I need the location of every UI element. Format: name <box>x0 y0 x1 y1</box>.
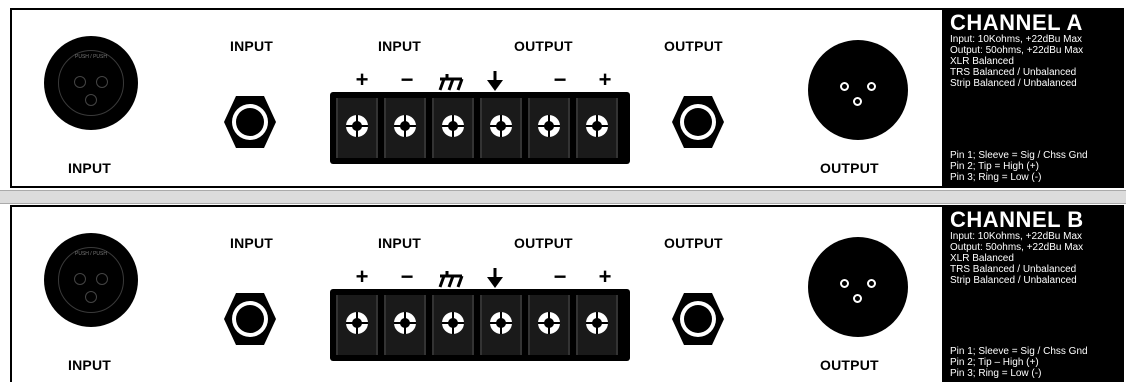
xlr-output-connector[interactable] <box>808 40 908 140</box>
spec-line: Input: 10Kohms, +22dBu Max <box>950 34 1083 45</box>
xlr-pin-2 <box>840 279 849 288</box>
pinout-line: Pin 1; Sleeve = Sig / Chss Gnd <box>950 150 1088 161</box>
xlr-ring <box>58 50 124 116</box>
strip-symbol-minus-in: − <box>400 264 414 289</box>
ground-arrow-icon <box>487 268 503 288</box>
xlr-input-label: INPUT <box>68 160 111 176</box>
chassis-ground-icon <box>438 74 464 91</box>
spec-line: Strip Balanced / Unbalanced <box>950 78 1077 89</box>
xlr-pin-1 <box>867 82 876 91</box>
trs-input-jack[interactable] <box>222 291 278 347</box>
pinout-list: Pin 1; Sleeve = Sig / Chss Gnd Pin 2; Ti… <box>950 346 1088 379</box>
spec-line: TRS Balanced / Unbalanced <box>950 264 1077 275</box>
ground-arrow-icon <box>487 71 503 91</box>
terminal-output-plus[interactable] <box>576 98 618 158</box>
pinout-line: Pin 3; Ring = Low (-) <box>950 172 1042 183</box>
channel-b-panel: PUSH / PUSH INPUT INPUT INPUT OUTPUT + −… <box>10 205 1124 382</box>
strip-symbol-minus-out: − <box>553 67 567 92</box>
xlr-pin-2 <box>74 76 86 88</box>
channel-title: CHANNEL A <box>950 10 1083 35</box>
channel-title: CHANNEL B <box>950 207 1084 232</box>
xlr-pin-1 <box>867 279 876 288</box>
strip-symbol-plus-in: + <box>355 67 369 92</box>
terminal-chassis-ground[interactable] <box>432 295 474 355</box>
trs-input-jack[interactable] <box>222 94 278 150</box>
channel-a-spec-block: CHANNEL A Input: 10Kohms, +22dBu Max Out… <box>942 10 1122 186</box>
pinout-line: Pin 2; Tip = High (+) <box>950 161 1039 172</box>
spec-line: Output: 50ohms, +22dBu Max <box>950 45 1084 56</box>
strip-symbol-plus-out: + <box>598 67 612 92</box>
xlr-latch-text: PUSH / PUSH <box>75 54 107 60</box>
pinout-line: Pin 3; Ring = Low (-) <box>950 368 1042 379</box>
spec-line: TRS Balanced / Unbalanced <box>950 67 1077 78</box>
screw-terminal-strip <box>330 289 630 361</box>
xlr-output-label: OUTPUT <box>820 357 879 373</box>
trs-output-label: OUTPUT <box>664 235 723 251</box>
terminal-output-minus[interactable] <box>528 295 570 355</box>
strip-output-label: OUTPUT <box>514 235 573 251</box>
xlr-pin-1 <box>96 273 108 285</box>
terminal-input-plus[interactable] <box>336 295 378 355</box>
trs-output-jack[interactable] <box>670 94 726 150</box>
xlr-output-label: OUTPUT <box>820 160 879 176</box>
xlr-pin-3 <box>85 291 97 303</box>
spec-line: XLR Balanced <box>950 56 1014 67</box>
strip-symbol-plus-out: + <box>598 264 612 289</box>
terminal-chassis-ground[interactable] <box>432 98 474 158</box>
terminal-input-minus[interactable] <box>384 295 426 355</box>
pinout-line: Pin 2; Tip – High (+) <box>950 357 1039 368</box>
xlr-output-connector[interactable] <box>808 237 908 337</box>
panel-divider <box>0 190 1126 204</box>
pinout-line: Pin 1; Sleeve = Sig / Chss Gnd <box>950 346 1088 357</box>
strip-output-label: OUTPUT <box>514 38 573 54</box>
spec-line: XLR Balanced <box>950 253 1014 264</box>
strip-symbol-minus-out: − <box>553 264 567 289</box>
trs-output-label: OUTPUT <box>664 38 723 54</box>
terminal-output-minus[interactable] <box>528 98 570 158</box>
terminal-signal-ground[interactable] <box>480 295 522 355</box>
terminal-signal-ground[interactable] <box>480 98 522 158</box>
xlr-pin-3 <box>853 97 862 106</box>
xlr-input-connector[interactable]: PUSH / PUSH <box>44 233 138 327</box>
spec-line: Input: 10Kohms, +22dBu Max <box>950 231 1083 242</box>
xlr-pin-3 <box>853 294 862 303</box>
terminal-input-plus[interactable] <box>336 98 378 158</box>
strip-input-label: INPUT <box>378 235 421 251</box>
xlr-input-label: INPUT <box>68 357 111 373</box>
xlr-pin-3 <box>85 94 97 106</box>
chassis-ground-icon <box>438 271 464 288</box>
xlr-pin-2 <box>840 82 849 91</box>
spec-line: Output: 50ohms, +22dBu Max <box>950 242 1084 253</box>
trs-input-label: INPUT <box>230 38 273 54</box>
strip-symbol-minus-in: − <box>400 67 414 92</box>
strip-input-label: INPUT <box>378 38 421 54</box>
channel-a-panel: PUSH / PUSH INPUT INPUT INPUT OUTPUT + − <box>10 8 1124 188</box>
xlr-latch-text: PUSH / PUSH <box>75 251 107 257</box>
channel-b-spec-block: CHANNEL B Input: 10Kohms, +22dBu Max Out… <box>942 207 1122 382</box>
screw-terminal-strip <box>330 92 630 164</box>
spec-line: Strip Balanced / Unbalanced <box>950 275 1077 286</box>
xlr-ring <box>58 247 124 313</box>
terminal-input-minus[interactable] <box>384 98 426 158</box>
trs-input-label: INPUT <box>230 235 273 251</box>
xlr-pin-1 <box>96 76 108 88</box>
trs-output-jack[interactable] <box>670 291 726 347</box>
xlr-input-connector[interactable]: PUSH / PUSH <box>44 36 138 130</box>
pinout-list: Pin 1; Sleeve = Sig / Chss Gnd Pin 2; Ti… <box>950 150 1088 183</box>
xlr-pin-2 <box>74 273 86 285</box>
strip-symbol-plus-in: + <box>355 264 369 289</box>
terminal-output-plus[interactable] <box>576 295 618 355</box>
